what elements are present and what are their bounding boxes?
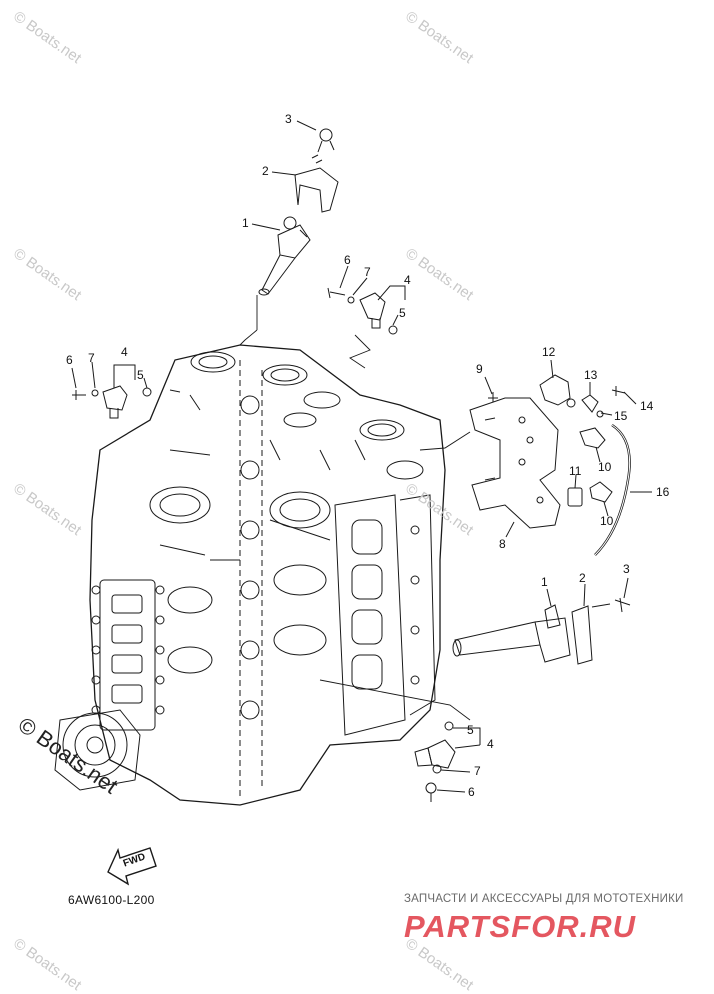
callout-br-16: 16 (656, 485, 670, 499)
fwd-arrow-icon (107, 847, 157, 886)
callout-top-1: 1 (242, 216, 249, 230)
leader-left-7 (91, 361, 96, 389)
leader-br-14 (623, 391, 637, 405)
callout-br-14: 14 (640, 399, 654, 413)
callout-left-5: 5 (137, 368, 144, 382)
callout-r-2: 2 (579, 571, 586, 585)
shop-logo: PARTSFOR.RU (404, 909, 637, 944)
leader-br-12 (550, 359, 554, 379)
leader-r-3 (623, 577, 629, 599)
leader-left-5 (143, 377, 148, 389)
leader-low-7 (440, 769, 471, 773)
leader-mid-7 (352, 277, 368, 296)
callout-mid-6: 6 (344, 253, 351, 267)
callout-br-15: 15 (614, 409, 628, 423)
callout-br-10a: 10 (598, 460, 612, 474)
callout-low-5: 5 (467, 723, 474, 737)
leader-br-15 (600, 412, 613, 416)
leader-left-4 (113, 364, 136, 388)
callout-br-8: 8 (499, 537, 506, 551)
callout-low-7: 7 (474, 764, 481, 778)
callout-br-11: 11 (569, 464, 582, 478)
leader-left-6 (71, 367, 77, 389)
callout-br-12: 12 (542, 345, 556, 359)
callout-br-13: 13 (584, 368, 598, 382)
mid-sensor (327, 287, 398, 369)
lower-sensor (319, 679, 471, 802)
leader-br-10b (603, 501, 609, 517)
leader-low-6 (436, 789, 466, 793)
leader-top-3 (296, 120, 317, 131)
callout-r-3: 3 (623, 562, 630, 576)
callout-r-1: 1 (541, 575, 548, 589)
leader-low-4 (454, 744, 481, 749)
shop-tagline: ЗАПЧАСТИ И АКСЕССУАРЫ ДЛЯ МОТОТЕХНИКИ (404, 893, 684, 905)
callout-br-9: 9 (476, 362, 483, 376)
leader-br-8 (505, 521, 515, 538)
leader-top-2 (271, 171, 297, 176)
leader-mid-5 (392, 314, 399, 326)
left-sensor (72, 385, 181, 419)
leader-low-5 (453, 727, 481, 745)
leader-br-10a (595, 446, 601, 463)
bracket-link (419, 431, 471, 451)
callout-mid-5: 5 (399, 306, 406, 320)
callout-low-4: 4 (487, 737, 494, 751)
right-ignition-coil (452, 597, 631, 665)
leader-r-2 (583, 583, 586, 607)
top-ignition-coil (239, 128, 339, 346)
callout-top-3: 3 (285, 112, 292, 126)
callout-left-4: 4 (121, 345, 128, 359)
leader-br-11 (574, 474, 577, 489)
engine-block (54, 344, 446, 806)
callout-mid-7: 7 (364, 265, 371, 279)
callout-mid-4: 4 (404, 273, 411, 287)
leader-br-9 (484, 376, 493, 395)
leader-r-1 (546, 588, 552, 607)
leader-mid-4 (377, 285, 406, 301)
callout-top-2: 2 (262, 164, 269, 178)
callout-left-7: 7 (88, 351, 95, 365)
leader-top-1 (251, 223, 281, 231)
bracket-assembly (469, 374, 631, 556)
leader-mid-6 (339, 265, 349, 289)
diagram-code: 6AW6100-L200 (68, 893, 155, 907)
callout-br-10b: 10 (600, 514, 614, 528)
callout-left-6: 6 (66, 353, 73, 367)
callout-low-6: 6 (468, 785, 475, 799)
